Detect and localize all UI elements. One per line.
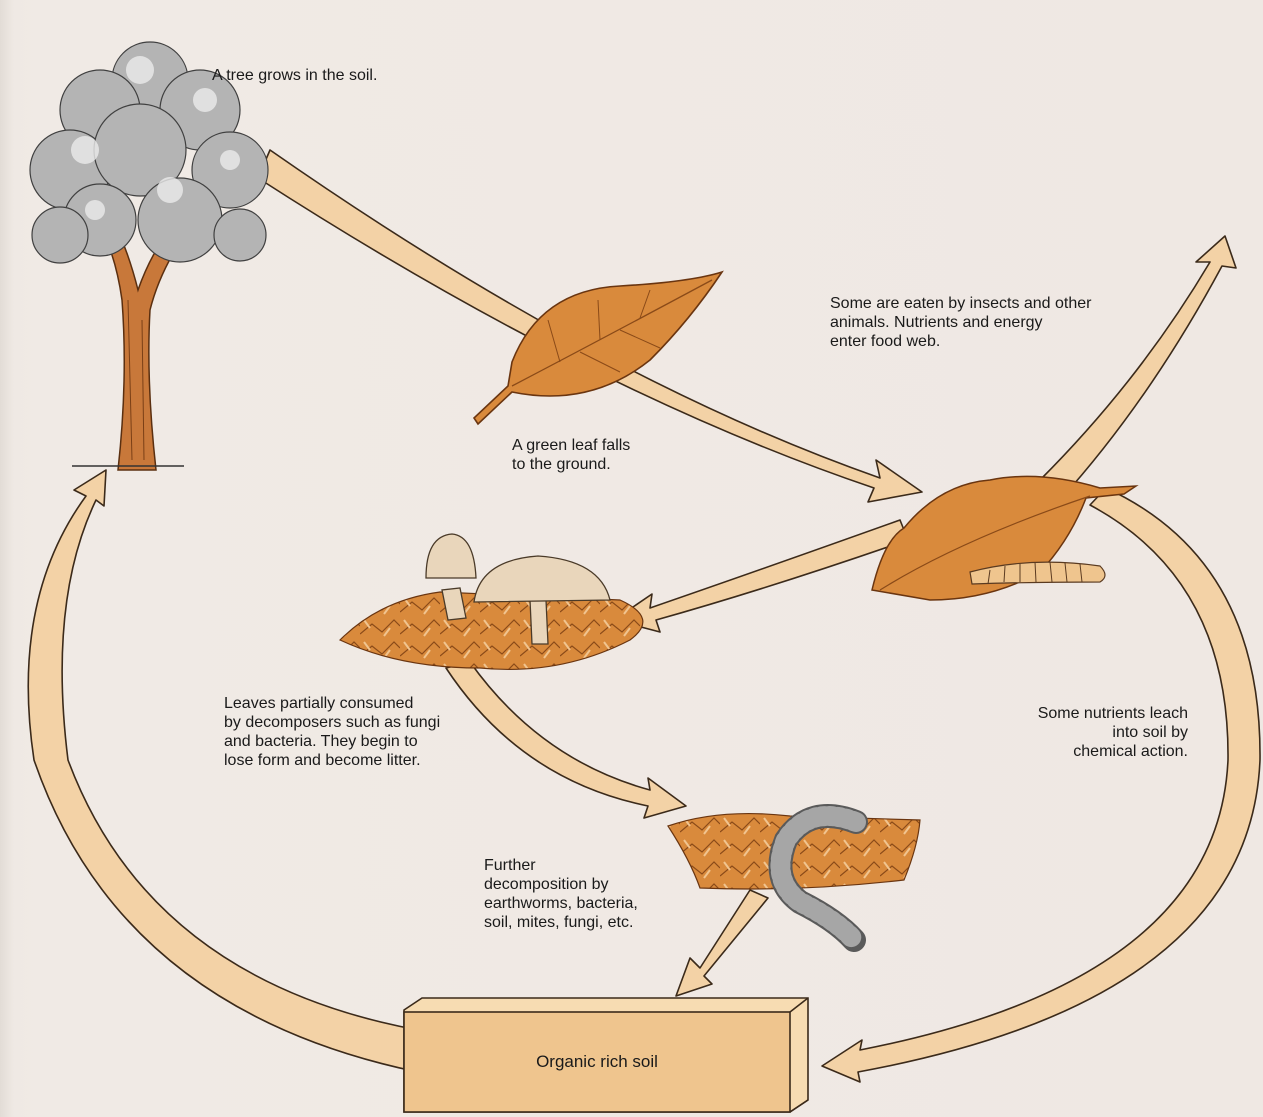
label-organic-soil: Organic rich soil (404, 1052, 790, 1071)
tree-icon (30, 42, 268, 470)
arrow-to-decomposers (614, 520, 908, 632)
earthworm-icon (668, 814, 920, 940)
label-leaf-falls: A green leaf falls to the ground. (512, 436, 630, 474)
arrow-to-soil (676, 890, 768, 996)
label-nutrients-leach: Some nutrients leach into soil by chemic… (980, 704, 1188, 761)
label-eaten-food-web: Some are eaten by insects and other anim… (830, 294, 1092, 351)
mushroom-icon (340, 534, 643, 669)
arrow-soil-to-tree (28, 470, 418, 1072)
arrow-to-earthworms (446, 662, 686, 818)
label-further-decomposition: Further decomposition by earthworms, bac… (484, 856, 638, 932)
label-tree-grows: A tree grows in the soil. (212, 66, 377, 85)
label-decomposers: Leaves partially consumed by decomposers… (224, 694, 440, 770)
arrow-to-food-web (1040, 236, 1236, 500)
